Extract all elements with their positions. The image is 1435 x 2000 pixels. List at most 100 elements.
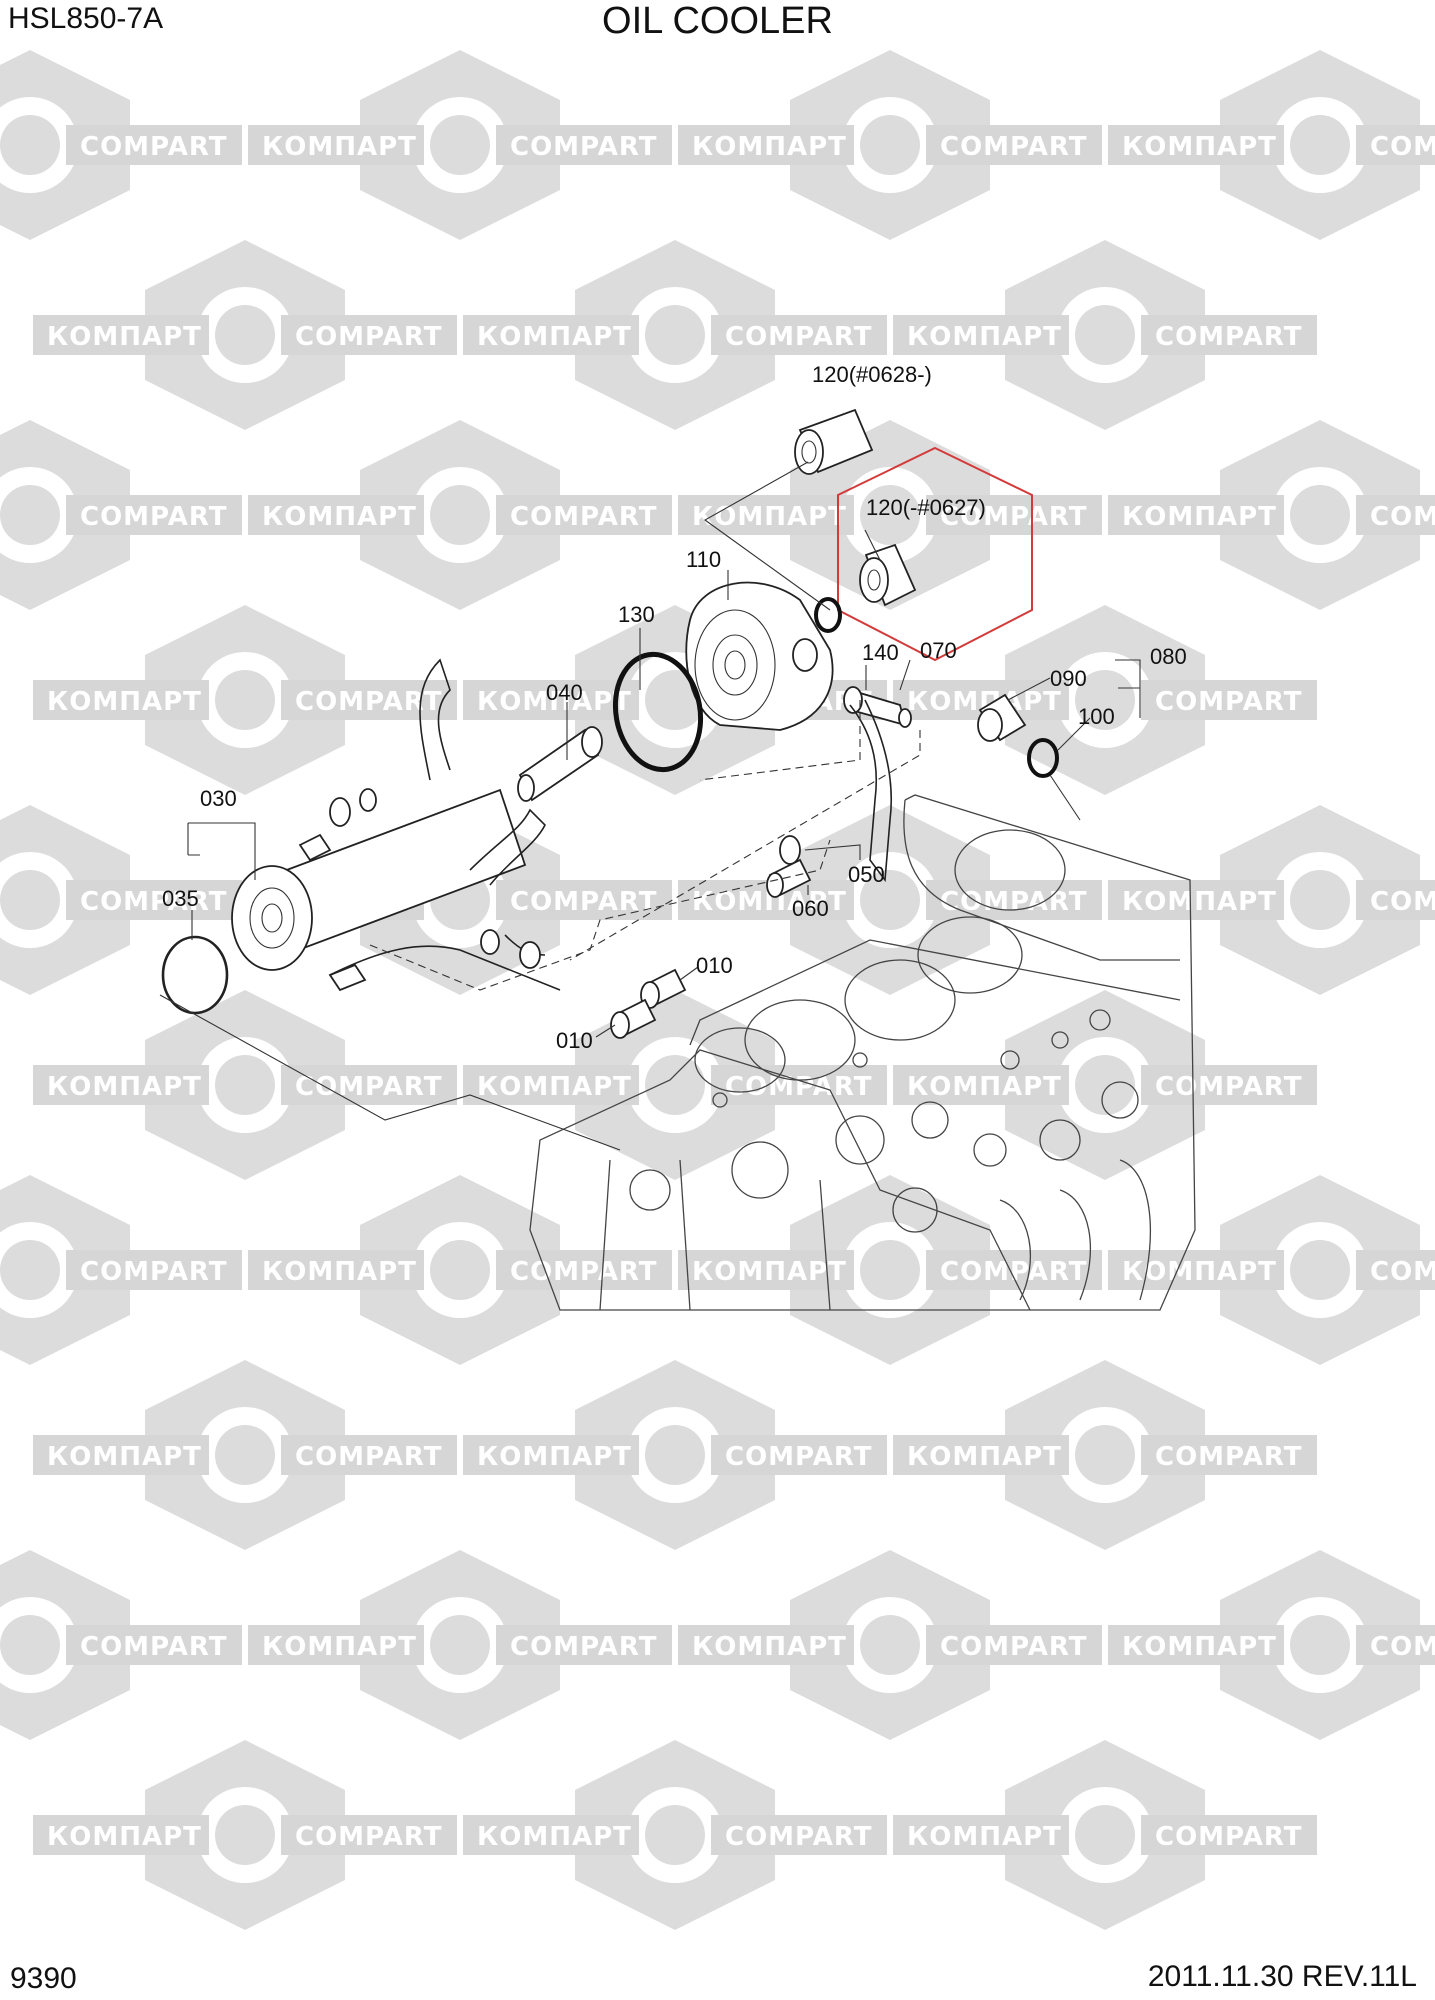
watermark-text-right: COMPART bbox=[510, 887, 657, 917]
part-035-gasket bbox=[161, 935, 229, 1015]
watermark-text-right: COMPART bbox=[510, 132, 657, 162]
pipe-050 bbox=[849, 699, 893, 883]
model-number: HSL850-7A bbox=[8, 2, 164, 35]
page-title: OIL COOLER bbox=[602, 0, 833, 42]
callout-010-upper[interactable]: 010 bbox=[696, 953, 733, 978]
watermark-text-right: COMPART bbox=[1370, 502, 1435, 532]
leader-lines bbox=[159, 461, 1141, 1151]
watermark-text-left: КОМПАРТ bbox=[1122, 1632, 1277, 1662]
watermark-text-right: COMPART bbox=[80, 502, 227, 532]
watermark-text-right: COMPART bbox=[510, 1257, 657, 1287]
watermark-text-right: COMPART bbox=[295, 687, 442, 717]
engine-block-drawing bbox=[529, 794, 1196, 1311]
watermark-text-left: КОМПАРТ bbox=[907, 1442, 1062, 1472]
callout-030[interactable]: 030 bbox=[200, 786, 237, 811]
watermark-text-right: COMPART bbox=[1155, 1072, 1302, 1102]
callout-010-lower[interactable]: 010 bbox=[556, 1028, 593, 1053]
watermark-tile: КОМПАРТ COMPART bbox=[678, 1550, 1102, 1740]
callout-110[interactable]: 110 bbox=[686, 547, 721, 572]
watermark-text-right: COMPART bbox=[295, 1442, 442, 1472]
watermark-text-right: COMPART bbox=[940, 1632, 1087, 1662]
watermark-text-left: КОМПАРТ bbox=[1122, 1257, 1277, 1287]
watermark-text-right: COMPART bbox=[295, 1072, 442, 1102]
part-120-adapter-old bbox=[859, 543, 917, 607]
revision-date: 2011.11.30 REV.11L bbox=[1147, 1960, 1417, 1993]
callout-120-new[interactable]: 120(#0628-) bbox=[812, 362, 932, 387]
watermark-text-right: COMPART bbox=[80, 132, 227, 162]
watermark-text-left: КОМПАРТ bbox=[692, 1632, 847, 1662]
watermark-text-left: КОМПАРТ bbox=[692, 502, 847, 532]
watermark-text-left: КОМПАРТ bbox=[262, 1257, 417, 1287]
watermark-text-right: COMPART bbox=[80, 887, 227, 917]
watermark-text-left: КОМПАРТ bbox=[47, 1072, 202, 1102]
hose-lower bbox=[469, 808, 546, 886]
watermark-tile: КОМПАРТ COMPART bbox=[33, 990, 457, 1180]
watermark-text-right: COMPART bbox=[940, 132, 1087, 162]
watermark-text-left: КОМПАРТ bbox=[477, 1072, 632, 1102]
watermark-tile: КОМПАРТ COMPART bbox=[463, 1360, 887, 1550]
revision-highlight bbox=[837, 446, 1033, 662]
watermark-text-left: КОМПАРТ bbox=[477, 687, 632, 717]
watermark-text-left: КОМПАРТ bbox=[47, 687, 202, 717]
watermark-text-left: КОМПАРТ bbox=[692, 1257, 847, 1287]
callout-060[interactable]: 060 bbox=[792, 896, 829, 921]
watermark-text-right: COMPART bbox=[725, 1442, 872, 1472]
callout-labels: 120(#0628-) 120(-#0627) 110 130 140 070 … bbox=[162, 362, 1187, 1053]
watermark-text-left: КОМПАРТ bbox=[477, 322, 632, 352]
part-070-sensor bbox=[843, 686, 912, 728]
watermark-text-right: COMPART bbox=[1370, 1632, 1435, 1662]
callout-090[interactable]: 090 bbox=[1050, 666, 1087, 691]
watermark-text-left: КОМПАРТ bbox=[262, 502, 417, 532]
part-090-plug bbox=[977, 693, 1059, 778]
part-040-nipple bbox=[517, 726, 603, 802]
watermark-text-left: КОМПАРТ bbox=[262, 1632, 417, 1662]
watermark-text-left: КОМПАРТ bbox=[477, 1442, 632, 1472]
callout-100[interactable]: 100 bbox=[1078, 704, 1115, 729]
callout-050[interactable]: 050 bbox=[848, 862, 885, 887]
watermark-tile: КОМПАРТ COMPART bbox=[893, 1740, 1317, 1930]
part-oring-small bbox=[814, 597, 842, 633]
watermark-text-right: COMPART bbox=[1155, 1822, 1302, 1852]
watermark-layer: КОМПАРТ COMPART КОМПАРТ COMPART КОМПАРТ COMPA… bbox=[0, 50, 1435, 1930]
callout-035[interactable]: 035 bbox=[162, 886, 199, 911]
watermark-text-right: COMPART bbox=[1155, 1442, 1302, 1472]
callout-120-old[interactable]: 120(-#0627) bbox=[866, 495, 986, 520]
callout-140[interactable]: 140 bbox=[862, 640, 899, 665]
watermark-tile: КОМПАРТ COMPART bbox=[33, 605, 457, 795]
watermark-text-right: COMPART bbox=[725, 1822, 872, 1852]
callout-070[interactable]: 070 bbox=[920, 638, 957, 663]
watermark-text-left: КОМПАРТ bbox=[1122, 887, 1277, 917]
watermark-text-right: COMPART bbox=[725, 322, 872, 352]
watermark-text-right: COMPART bbox=[80, 1632, 227, 1662]
watermark-text-right: COMPART bbox=[940, 1257, 1087, 1287]
callout-130[interactable]: 130 bbox=[618, 602, 655, 627]
watermark-text-left: КОМПАРТ bbox=[907, 1822, 1062, 1852]
watermark-text-right: COMPART bbox=[80, 1257, 227, 1287]
watermark-text-right: COMPART bbox=[295, 1822, 442, 1852]
watermark-text-right: COMPART bbox=[1370, 132, 1435, 162]
watermark-tile: КОМПАРТ COMPART bbox=[678, 1175, 1102, 1365]
watermark-text-right: COMPART bbox=[1155, 322, 1302, 352]
watermark-tile: КОМПАРТ COMPART bbox=[248, 1175, 672, 1365]
callout-080[interactable]: 080 bbox=[1150, 644, 1187, 669]
watermark-text-right: COMPART bbox=[295, 322, 442, 352]
callout-040[interactable]: 040 bbox=[546, 680, 583, 705]
part-030-cooler bbox=[231, 788, 527, 992]
